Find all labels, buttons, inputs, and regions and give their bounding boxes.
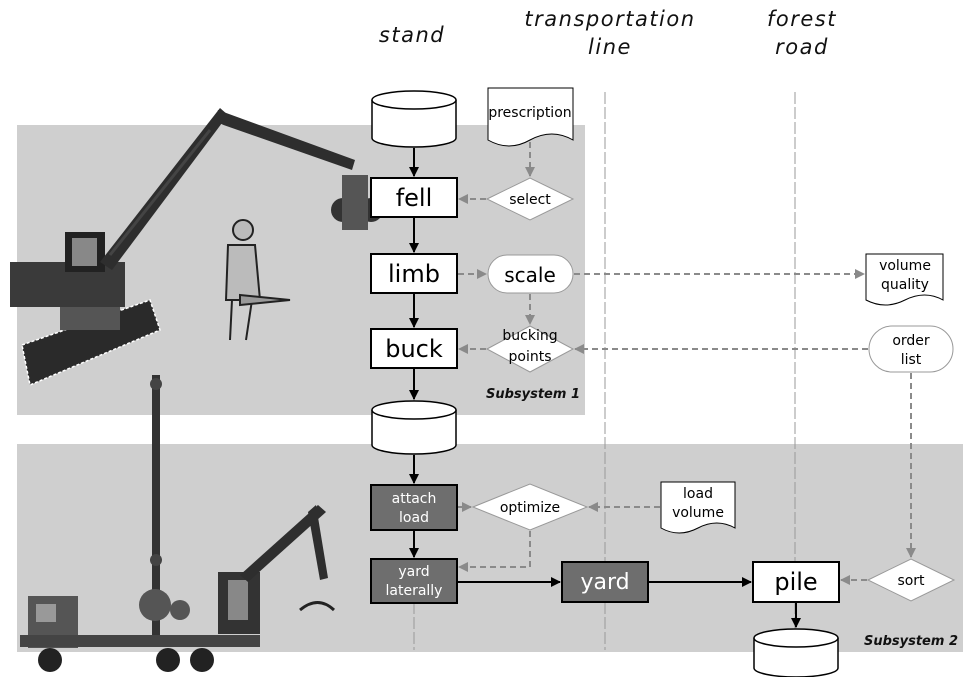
scale-terminal <box>487 254 574 294</box>
limb-box <box>370 253 458 294</box>
yard-label: yard <box>580 570 629 595</box>
pile-label: pile <box>774 568 817 596</box>
yard-laterally-label-1: yard <box>398 564 429 580</box>
load-label: load <box>683 486 713 502</box>
fell-label: fell <box>396 184 433 212</box>
fell-box <box>370 177 458 218</box>
sort-diamond <box>866 558 956 602</box>
prescription-label: prescription <box>488 105 571 121</box>
quality-label: quality <box>881 277 929 293</box>
load-box-label: load <box>399 510 429 526</box>
subsystem-1-label: Subsystem 1 <box>486 387 580 402</box>
load-volume-document <box>660 481 736 534</box>
information-flow-arrows <box>458 142 916 585</box>
pile-box <box>752 561 840 603</box>
sort-label: sort <box>897 573 925 589</box>
bucking-points-diamond <box>485 325 575 373</box>
optimize-diamond <box>471 483 589 531</box>
order-list-terminal <box>868 325 954 373</box>
optimize-label: optimize <box>500 500 560 516</box>
subsystem-2-label: Subsystem 2 <box>864 634 958 649</box>
attach-load-box <box>370 484 458 531</box>
yard-box <box>561 561 649 603</box>
bucking-label: bucking <box>502 328 557 344</box>
yard-laterally-box <box>370 558 458 604</box>
list-label: list <box>901 352 922 368</box>
column-header-line: line <box>588 35 632 59</box>
stand-database-top <box>371 90 457 148</box>
volume-label: volume <box>879 258 931 274</box>
limb-label: limb <box>388 260 440 288</box>
column-header-stand: stand <box>379 23 445 47</box>
volume-doc-label: volume <box>672 505 724 521</box>
material-flow-arrows <box>409 148 801 628</box>
select-diamond <box>485 177 575 221</box>
volume-quality-document <box>865 253 944 306</box>
prescription-document <box>487 87 574 147</box>
column-header-road: road <box>775 35 829 59</box>
attach-label: attach <box>392 491 437 507</box>
harvester-machine-illustration <box>10 108 383 387</box>
pile-database-bottom <box>753 628 839 678</box>
chainsaw-operator-illustration <box>224 219 291 341</box>
scale-label: scale <box>504 263 556 287</box>
column-header-forest: forest <box>767 7 837 31</box>
column-header-transportation: transportation <box>524 7 695 31</box>
landing-database-middle <box>371 400 457 455</box>
yard-laterally-label-2: laterally <box>386 583 443 599</box>
buck-label: buck <box>385 335 443 363</box>
order-label: order <box>892 333 930 349</box>
select-label: select <box>509 192 551 208</box>
forwarder-truck-illustration <box>20 375 336 672</box>
buck-box <box>370 328 458 369</box>
points-label: points <box>509 349 552 365</box>
